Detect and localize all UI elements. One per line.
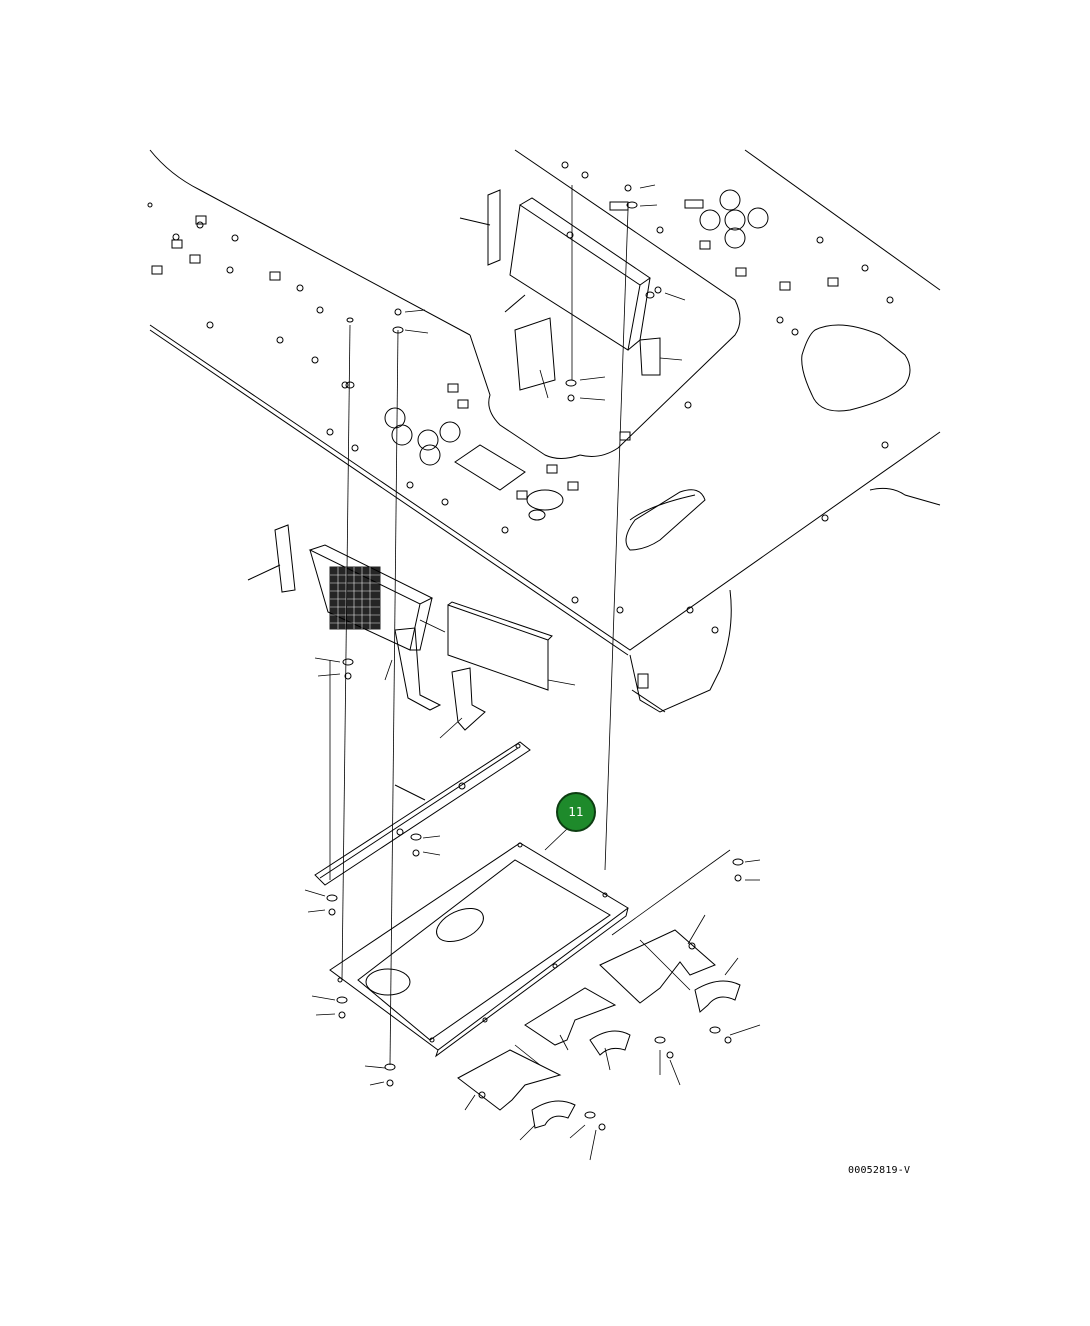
frame-bolt-holes — [147, 161, 894, 634]
grille-cover — [247, 524, 553, 731]
access-plate — [454, 444, 564, 521]
drawing-number: 00052819-V — [848, 1165, 911, 1176]
upper-cover-bracket — [459, 189, 661, 391]
floor-frame-plate — [149, 149, 941, 713]
assembly-lines — [329, 185, 629, 1066]
hex-cap-cluster-lower — [384, 407, 461, 466]
leader-lines — [304, 184, 761, 1161]
under-cover-panel — [329, 842, 629, 1058]
bolts-and-washers — [326, 184, 744, 1131]
hex-cap-cluster-upper — [699, 189, 769, 249]
callout-label: 11 — [568, 805, 584, 819]
callout-item-11[interactable]: 11 — [556, 792, 596, 832]
lower-brackets — [457, 929, 741, 1129]
strip-bracket — [314, 741, 531, 886]
